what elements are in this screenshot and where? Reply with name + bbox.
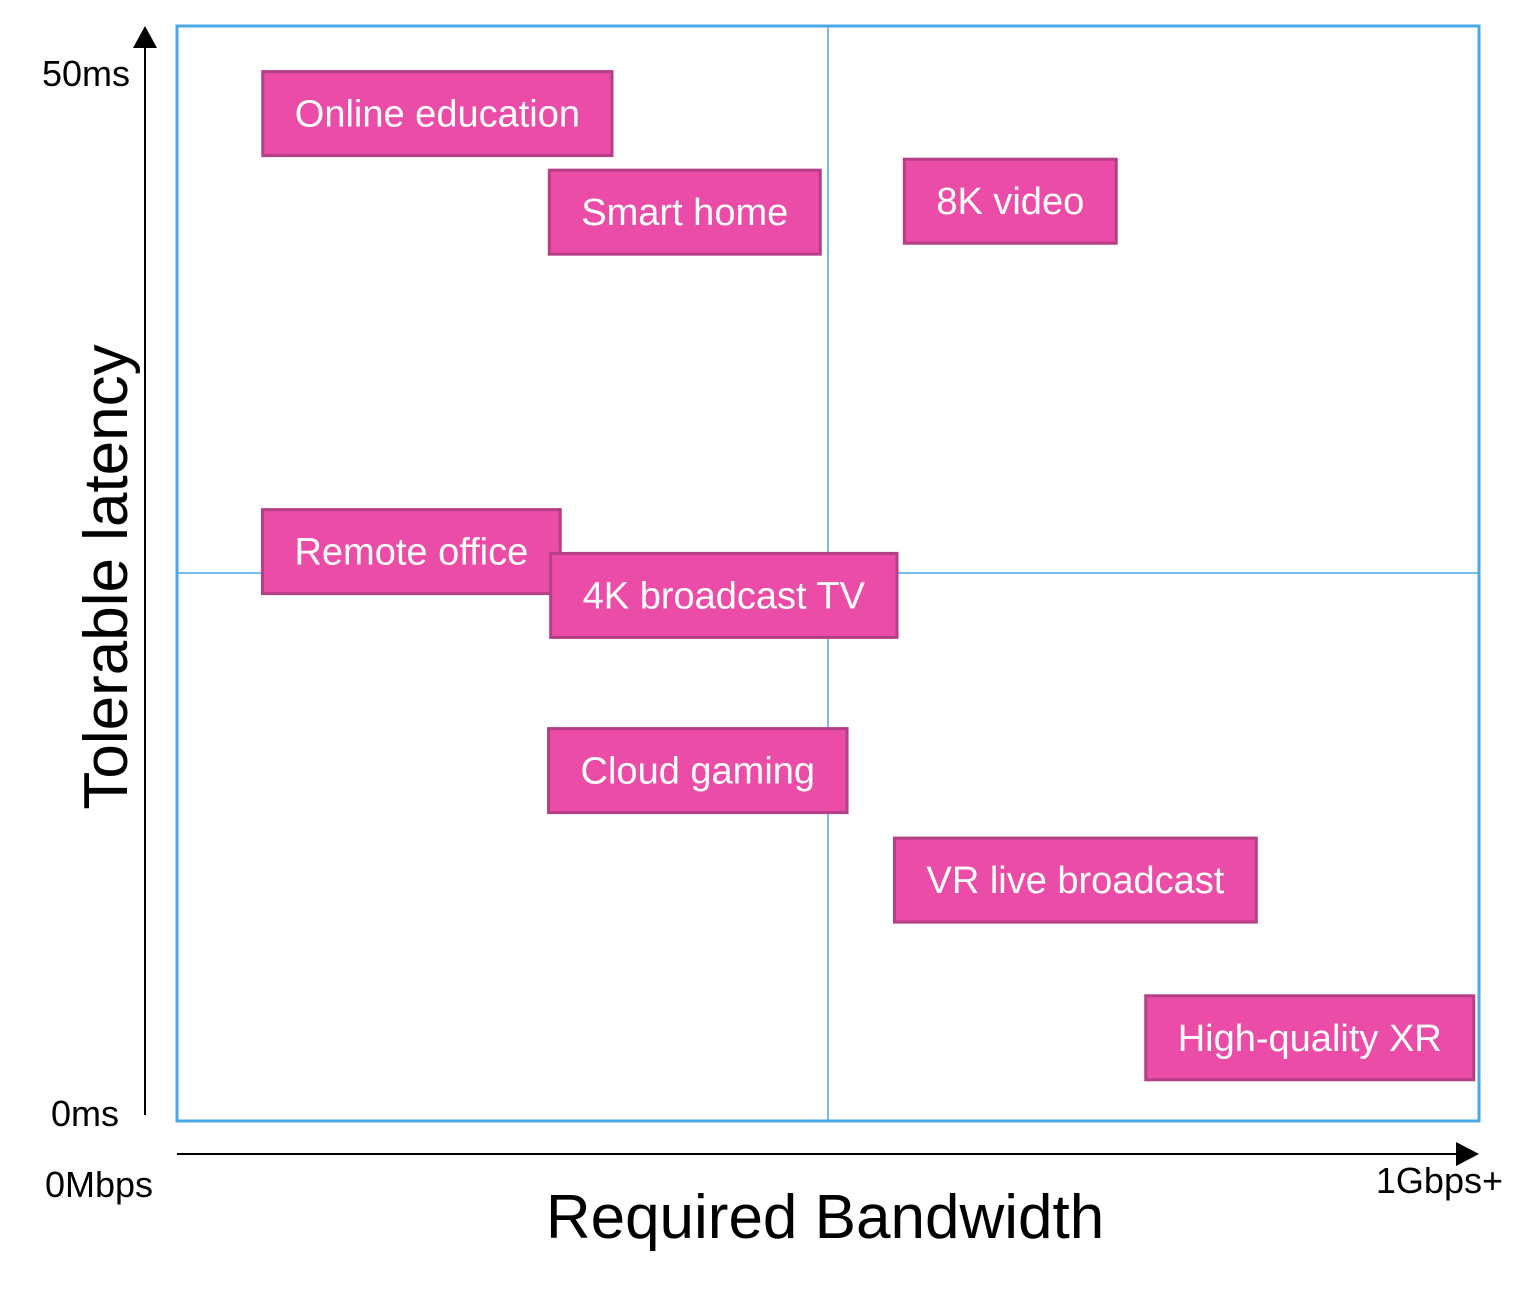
data-point-rect — [1144, 994, 1476, 1082]
y-axis-title: Tolerable latency — [72, 344, 141, 809]
x-axis-arrow-icon — [1456, 1142, 1479, 1166]
data-point-rect — [549, 551, 899, 639]
data-point-label: Cloud gaming — [581, 751, 815, 793]
data-point-box: Online education — [261, 70, 614, 158]
data-point-rect — [547, 168, 822, 256]
y-tick-label-min: 0ms — [51, 1093, 119, 1134]
data-point-label: 8K video — [936, 181, 1084, 223]
data-point-rect — [547, 727, 849, 815]
data-point-box: VR live broadcast — [892, 836, 1258, 924]
x-axis-title: Required Bandwidth — [546, 1183, 1104, 1252]
y-axis-arrow-icon — [133, 26, 157, 48]
x-tick-label-min: 0Mbps — [45, 1164, 153, 1205]
data-point-rect — [892, 836, 1258, 924]
y-tick-label-max: 50ms — [42, 53, 130, 94]
data-point-box: 8K video — [902, 157, 1118, 245]
data-point-label: 4K broadcast TV — [583, 575, 866, 617]
data-point-box: High-quality XR — [1144, 994, 1476, 1082]
data-point-box: Cloud gaming — [547, 727, 849, 815]
data-point-label: VR live broadcast — [926, 860, 1224, 902]
data-point-box: Smart home — [547, 168, 822, 256]
x-tick-label-max: 1Gbps+ — [1376, 1160, 1503, 1201]
data-point-rect — [260, 508, 562, 596]
data-point-rect — [902, 157, 1118, 245]
data-point-box: 4K broadcast TV — [549, 551, 899, 639]
data-point-label: Online education — [295, 94, 580, 136]
data-point-box: Remote office — [260, 508, 562, 596]
data-point-rect — [261, 70, 614, 158]
data-point-label: Remote office — [294, 532, 528, 574]
data-point-label: High-quality XR — [1178, 1018, 1442, 1060]
data-point-label: Smart home — [581, 192, 788, 234]
